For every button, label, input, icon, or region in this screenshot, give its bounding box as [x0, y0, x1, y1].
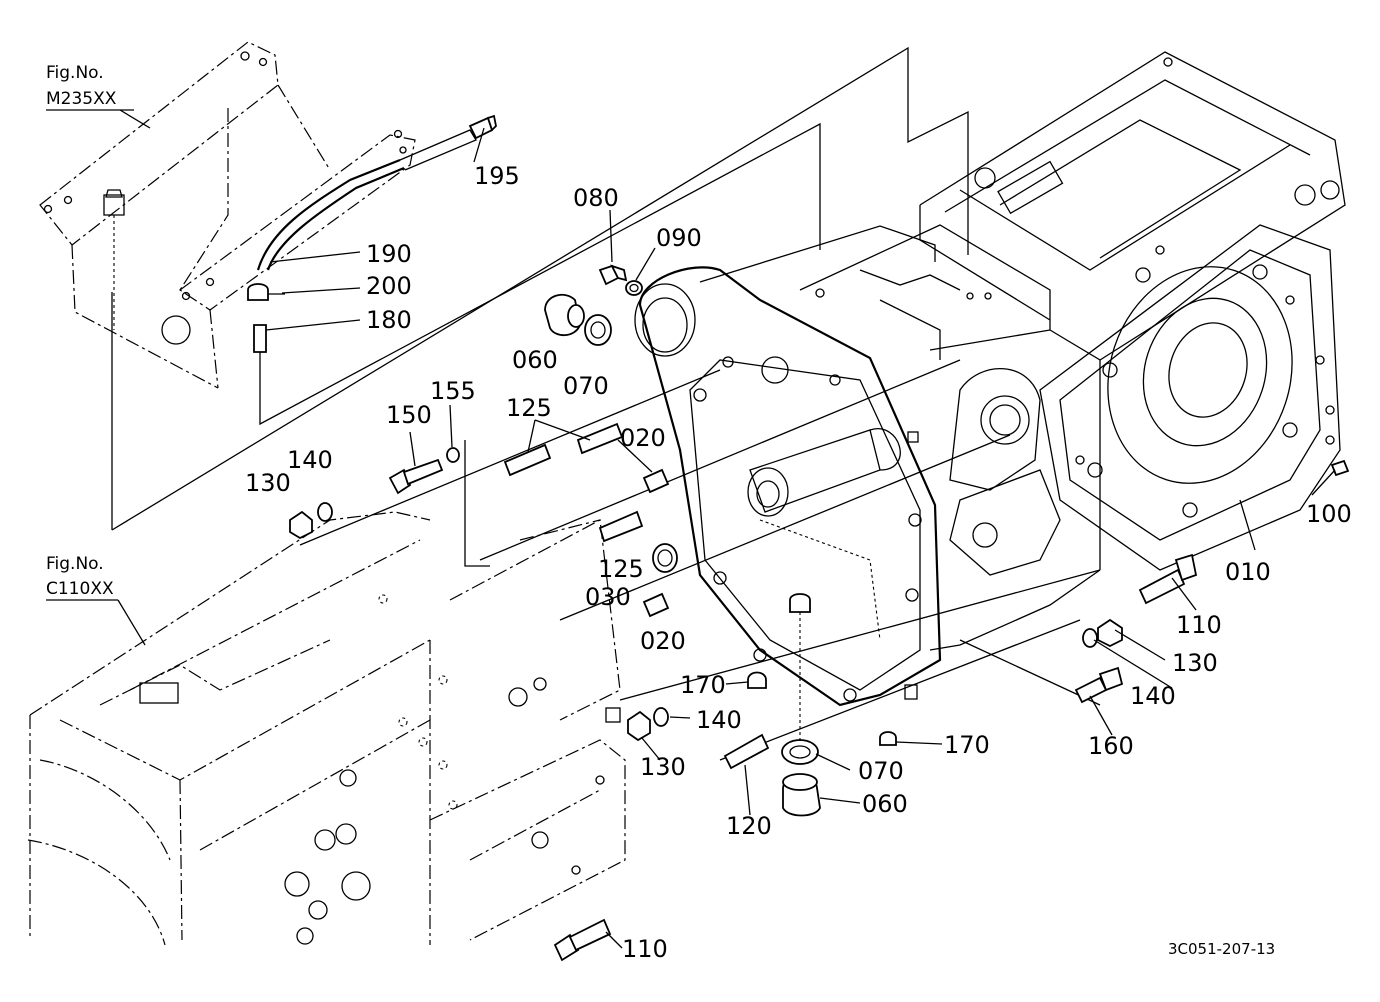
- part-label-020[interactable]: 020: [640, 627, 686, 655]
- drawing-code: 3C051-207-13: [1168, 940, 1275, 958]
- part-label-170[interactable]: 170: [680, 671, 726, 699]
- part-label-110[interactable]: 110: [622, 935, 668, 963]
- part-label-110[interactable]: 110: [1176, 611, 1222, 639]
- part-label-020[interactable]: 020: [620, 424, 666, 452]
- part-label-125[interactable]: 125: [506, 394, 552, 422]
- part-label-070[interactable]: 070: [858, 757, 904, 785]
- part-label-010[interactable]: 010: [1225, 558, 1271, 586]
- figure-reference-m235[interactable]: Fig.No. M235XX: [46, 63, 151, 129]
- assembly-leader-lines: [111, 46, 1101, 761]
- part-label-100[interactable]: 100: [1306, 500, 1352, 528]
- callout-leaders: [265, 127, 1336, 949]
- part-label-170[interactable]: 170: [944, 731, 990, 759]
- part-label-200[interactable]: 200: [366, 272, 412, 300]
- part-label-120[interactable]: 120: [726, 812, 772, 840]
- rear-housing-drawing: [634, 51, 1346, 707]
- part-label-030[interactable]: 030: [585, 583, 631, 611]
- part-label-080[interactable]: 080: [573, 184, 619, 212]
- part-label-130[interactable]: 130: [640, 753, 686, 781]
- part-label-140[interactable]: 140: [696, 706, 742, 734]
- top-bracket-drawing: [39, 41, 821, 426]
- figure-reference-code: C110XX: [46, 579, 114, 599]
- part-label-125[interactable]: 125: [598, 555, 644, 583]
- figure-reference-title: Fig.No.: [46, 63, 104, 83]
- part-label-060[interactable]: 060: [862, 790, 908, 818]
- part-label-160[interactable]: 160: [1088, 732, 1134, 760]
- part-label-140[interactable]: 140: [1130, 682, 1176, 710]
- part-label-155[interactable]: 155: [430, 377, 476, 405]
- part-label-190[interactable]: 190: [366, 240, 412, 268]
- part-label-060[interactable]: 060: [512, 346, 558, 374]
- part-label-130[interactable]: 130: [245, 469, 291, 497]
- part-labels: 195 190 200 180 080 090 060 070 150 155 …: [245, 162, 1352, 963]
- part-label-090[interactable]: 090: [656, 224, 702, 252]
- figure-reference-code: M235XX: [46, 89, 117, 109]
- part-label-140[interactable]: 140: [287, 446, 333, 474]
- parts-hardware: [289, 264, 1350, 962]
- part-label-150[interactable]: 150: [386, 401, 432, 429]
- part-label-130[interactable]: 130: [1172, 649, 1218, 677]
- part-label-195[interactable]: 195: [474, 162, 520, 190]
- figure-reference-title: Fig.No.: [46, 554, 104, 574]
- front-case-drawing: [27, 511, 626, 946]
- part-label-180[interactable]: 180: [366, 306, 412, 334]
- part-label-070[interactable]: 070: [563, 372, 609, 400]
- figure-reference-c110[interactable]: Fig.No. C110XX: [46, 554, 146, 646]
